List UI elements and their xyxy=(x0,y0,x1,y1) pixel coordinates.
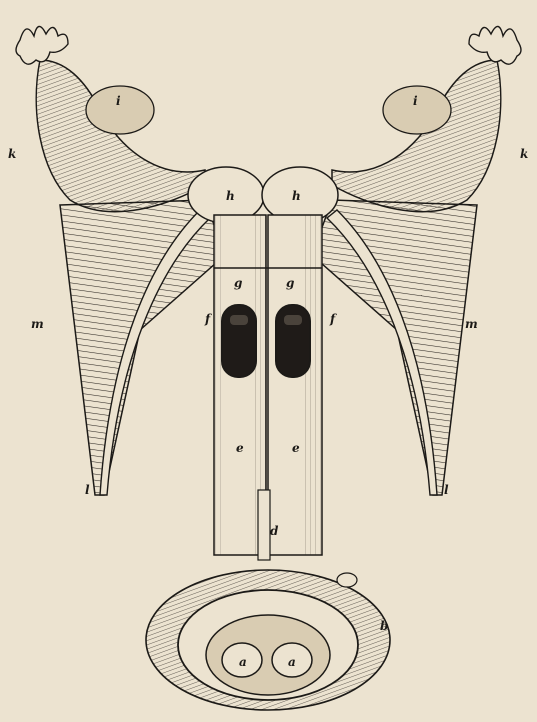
label-l-left: l xyxy=(85,484,90,496)
label-k-right: k xyxy=(520,148,528,160)
label-i-right: i xyxy=(413,95,418,107)
label-m-right: m xyxy=(465,318,478,330)
label-f-left: f xyxy=(205,313,210,325)
right-fimbriae xyxy=(469,26,521,64)
label-h-right: h xyxy=(292,190,301,202)
label-g-left: g xyxy=(234,277,242,289)
label-a-left: a xyxy=(239,656,247,668)
right-fallopian-tube xyxy=(332,60,501,212)
label-l-right: l xyxy=(444,484,449,496)
left-broad-ligament xyxy=(60,200,225,495)
label-k-left: k xyxy=(8,148,16,160)
label-i-left: i xyxy=(116,95,121,107)
label-a-right: a xyxy=(288,656,296,668)
label-m-left: m xyxy=(31,318,44,330)
label-e-left: e xyxy=(236,442,244,454)
label-h-left: h xyxy=(226,190,235,202)
label-g-right: g xyxy=(286,277,294,289)
label-f-right: f xyxy=(330,313,335,325)
left-fallopian-tube xyxy=(36,60,205,212)
vaginal-septum xyxy=(258,490,270,560)
left-fimbriae xyxy=(16,26,68,64)
label-b: b xyxy=(380,620,388,632)
label-e-right: e xyxy=(292,442,300,454)
right-broad-ligament xyxy=(312,200,477,495)
label-d: d xyxy=(270,525,278,537)
